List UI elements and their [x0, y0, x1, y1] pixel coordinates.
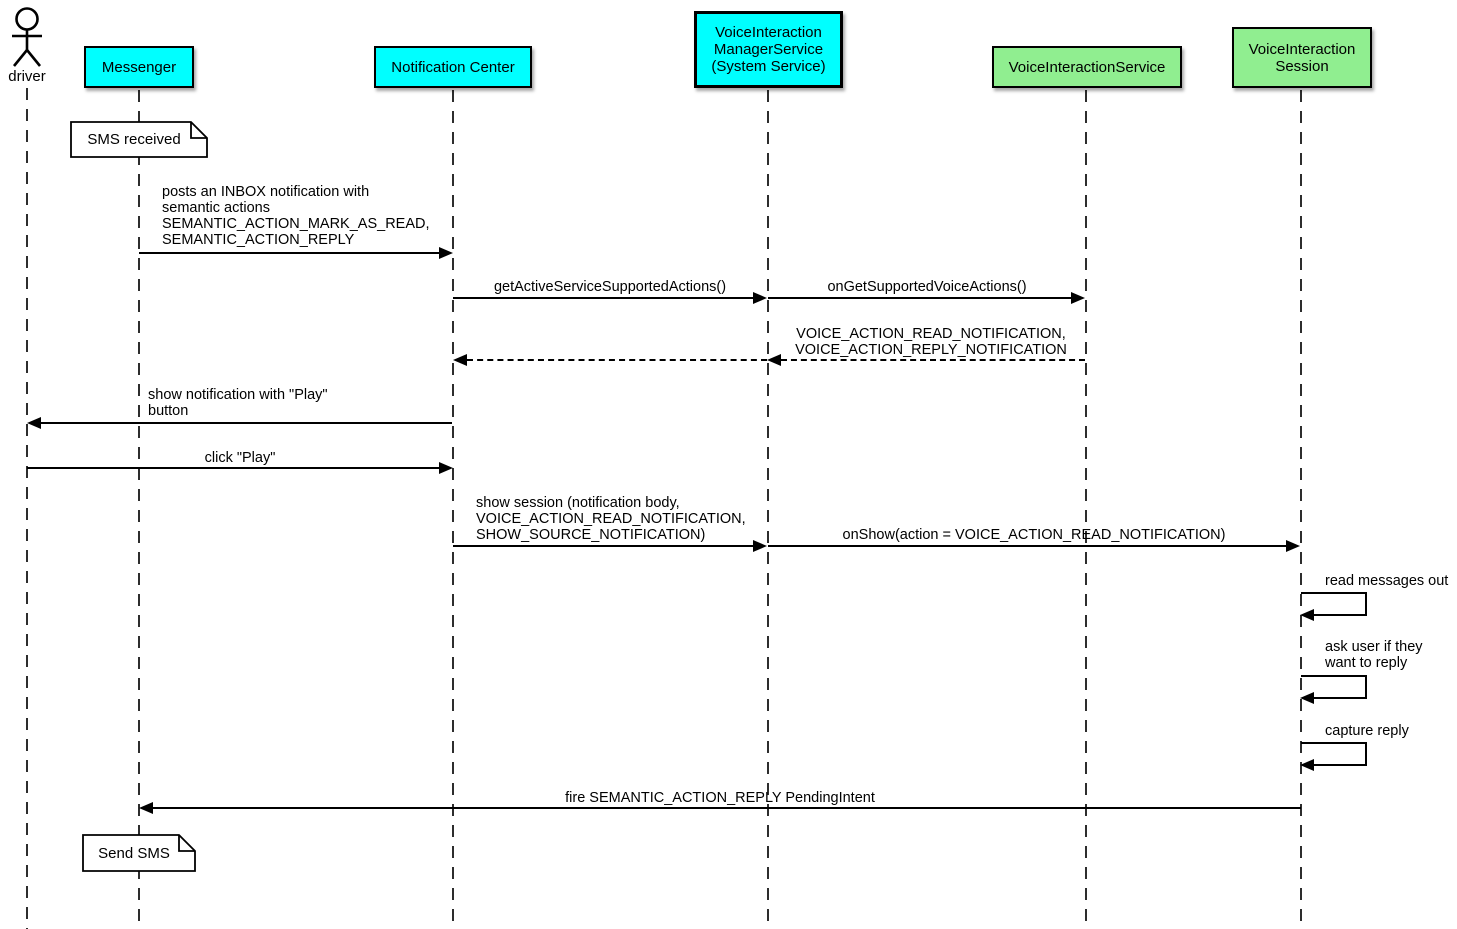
self-message-line — [1301, 592, 1367, 594]
lifeline-driver — [26, 88, 28, 929]
message-line — [153, 807, 1301, 809]
arrowhead-left-icon — [1300, 759, 1314, 771]
arrowhead-right-icon — [439, 247, 453, 259]
message-label-get-active-service: getActiveServiceSupportedActions() — [493, 279, 727, 295]
message-label-onshow: onShow(action = VOICE_ACTION_READ_NOTIFI… — [842, 527, 1226, 543]
arrowhead-left-icon — [1300, 609, 1314, 621]
arrowhead-right-icon — [1286, 540, 1300, 552]
message-label-show-notification: show notification with "Play" button — [148, 387, 328, 419]
message-label-show-session: show session (notification body, VOICE_A… — [476, 495, 746, 543]
participant-box-notification-center: Notification Center — [374, 46, 532, 88]
self-message-line — [1311, 614, 1367, 616]
lifeline-voiceinteraction-managerservice — [767, 90, 769, 929]
lifeline-notification-center — [452, 90, 454, 929]
message-label-click-play: click "Play" — [204, 450, 276, 466]
arrowhead-left-icon — [767, 354, 781, 366]
self-message-line — [1365, 742, 1367, 765]
self-message-line — [1311, 764, 1367, 766]
arrowhead-left-icon — [453, 354, 467, 366]
participant-box-voiceinteractionservice: VoiceInteractionService — [992, 46, 1182, 88]
note-shape — [70, 121, 208, 158]
arrowhead-right-icon — [439, 462, 453, 474]
lifeline-messenger — [138, 90, 140, 929]
lifeline-voiceinteractionsession — [1300, 90, 1302, 929]
arrowhead-right-icon — [753, 540, 767, 552]
participant-box-voiceinteractionsession: VoiceInteraction Session — [1232, 27, 1372, 88]
note-sms-received: SMS received — [70, 121, 208, 158]
message-line — [768, 545, 1287, 547]
arrowhead-left-icon — [1300, 692, 1314, 704]
note-text: SMS received — [87, 131, 181, 148]
note-text: Send SMS — [98, 844, 170, 862]
message-line — [453, 545, 754, 547]
message-label-onget-supported: onGetSupportedVoiceActions() — [827, 279, 1027, 295]
actor-driver-label: driver — [8, 68, 46, 85]
arrowhead-left-icon — [27, 417, 41, 429]
lifeline-voiceinteractionservice — [1085, 90, 1087, 929]
self-message-line — [1365, 592, 1367, 615]
arrowhead-right-icon — [1071, 292, 1085, 304]
message-line-dashed — [467, 359, 767, 361]
note-shape — [82, 834, 196, 872]
message-label-posts-inbox: posts an INBOX notification with semanti… — [162, 184, 430, 248]
message-label-fire-pendingintent: fire SEMANTIC_ACTION_REPLY PendingIntent — [565, 790, 875, 806]
message-line — [27, 467, 439, 469]
arrowhead-left-icon — [139, 802, 153, 814]
participant-box-messenger: Messenger — [84, 46, 194, 88]
note-send-sms: Send SMS — [82, 834, 196, 872]
person-icon — [12, 7, 42, 67]
message-label-read-messages: read messages out — [1325, 573, 1449, 589]
self-message-line — [1301, 742, 1367, 744]
message-line — [139, 252, 441, 254]
self-message-line — [1311, 697, 1367, 699]
participant-box-voiceinteraction-managerservice: VoiceInteraction ManagerService (System … — [694, 11, 843, 88]
self-message-line — [1365, 675, 1367, 698]
message-line — [41, 422, 452, 424]
message-label-capture-reply: capture reply — [1325, 723, 1409, 739]
message-line — [768, 297, 1071, 299]
message-label-voice-actions-return: VOICE_ACTION_READ_NOTIFICATION, VOICE_AC… — [795, 326, 1067, 358]
message-label-ask-user: ask user if they want to reply — [1325, 639, 1423, 671]
arrowhead-right-icon — [753, 292, 767, 304]
self-message-line — [1301, 675, 1367, 677]
message-line-dashed — [781, 359, 1085, 361]
message-line — [453, 297, 754, 299]
